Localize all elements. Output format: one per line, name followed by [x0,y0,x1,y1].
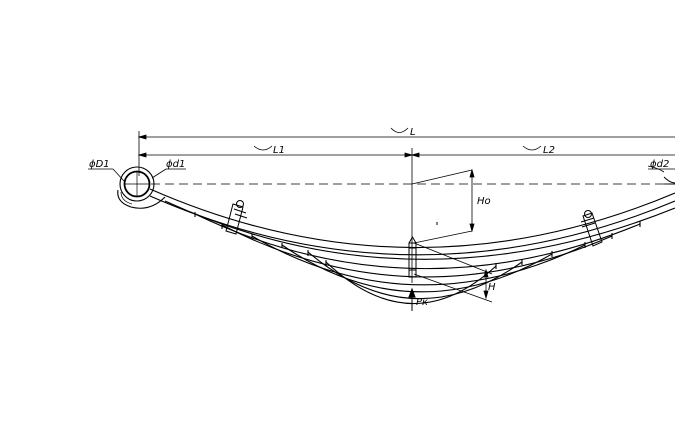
label-pk: Pк [416,297,428,308]
rebound-clip-front [225,200,248,235]
spring-leaves [149,188,675,305]
leaf-8 [325,261,497,305]
main-leaf-bottom [149,195,675,256]
leaf-6 [281,244,553,293]
load-arrow [408,287,416,311]
label-l: L [410,127,416,138]
label-phi-d1-inner: ϕd1 [166,159,185,170]
leaf-7 [307,251,523,300]
rebound-clip-rear [580,210,603,247]
leaf-2 [164,200,675,260]
label-ho: Ho [477,196,491,207]
label-l1: L1 [273,145,285,156]
label-l2: L2 [543,145,555,156]
leaf-5 [251,235,586,286]
rear-eye [663,176,675,185]
center-bolt [408,236,417,278]
eye-outer [119,166,155,202]
center-axis [151,148,675,283]
label-phi-d1-outer: ϕD1 [89,159,110,170]
label-h: H [488,282,496,293]
main-leaf-top [149,188,675,249]
label-phi-d2: ϕd2 [650,159,669,170]
leaf-3 [194,213,641,270]
front-eye [117,166,166,209]
dimension-lines [88,127,675,303]
